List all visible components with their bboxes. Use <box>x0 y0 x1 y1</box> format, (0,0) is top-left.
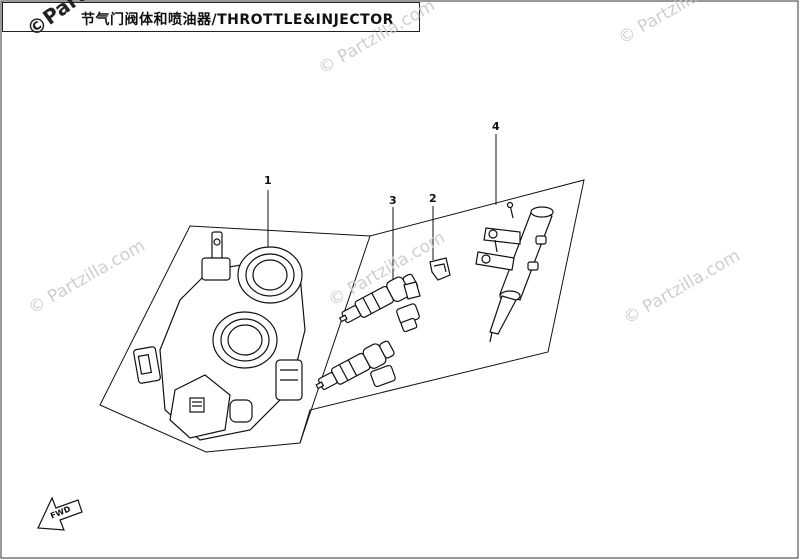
fuel-injector-icon <box>315 273 420 390</box>
callout-4: 4 <box>492 120 500 133</box>
diagram-title: 节气门阀体和喷油器/THROTTLE&INJECTOR <box>81 12 394 28</box>
injector-group-outline <box>299 235 371 444</box>
fuel-rail-icon <box>475 201 554 343</box>
callout-3: 3 <box>389 194 397 207</box>
assembly-outline <box>99 179 585 453</box>
throttle-body-icon <box>133 231 306 441</box>
injector-clip-icon <box>403 257 451 300</box>
title-box: 节气门阀体和喷油器/THROTTLE&INJECTOR <box>2 2 420 32</box>
fwd-arrow-icon <box>37 496 83 531</box>
callout-2: 2 <box>429 192 437 205</box>
callout-1: 1 <box>264 174 272 187</box>
